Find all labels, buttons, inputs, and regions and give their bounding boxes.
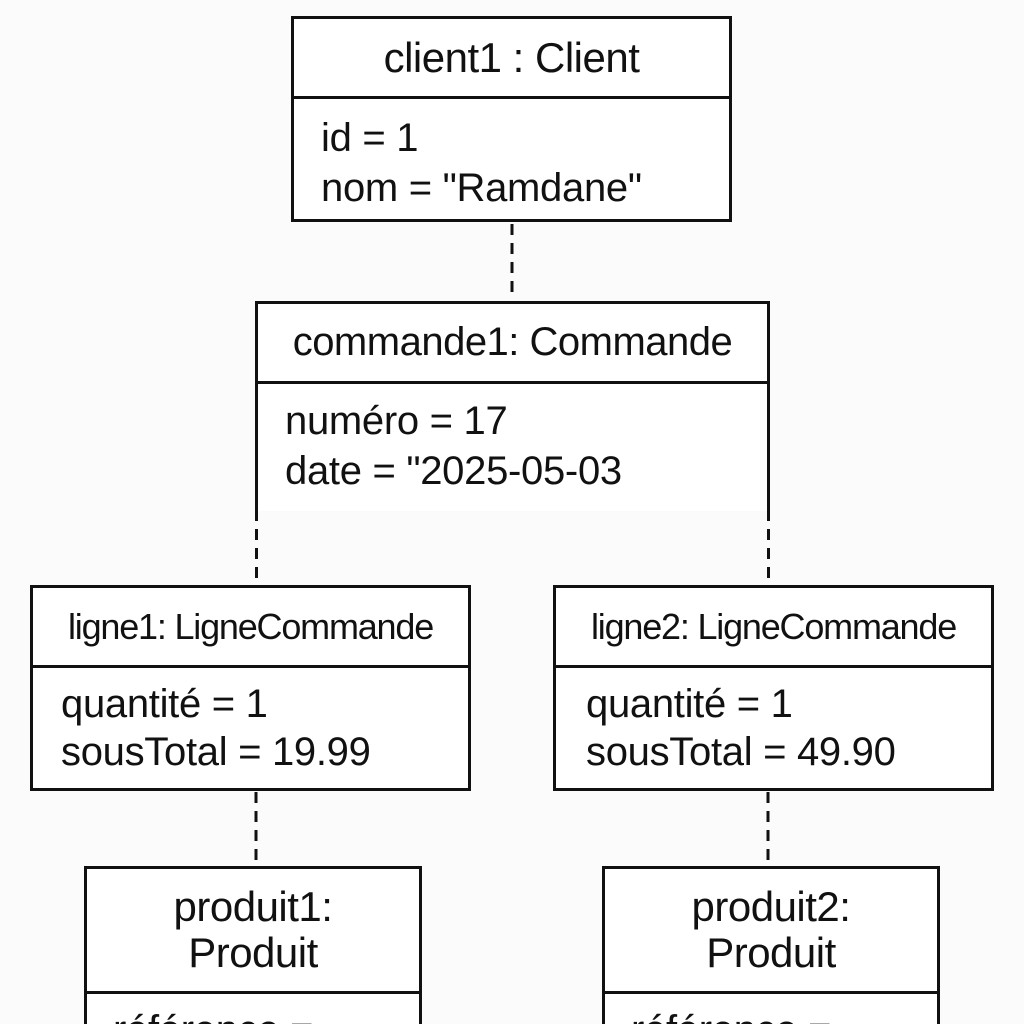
object-ligne1-title: ligne1: LigneCommande <box>33 588 468 668</box>
attribute-reference: référence = <box>631 1006 937 1024</box>
object-produit2-title-name: produit2: <box>691 883 851 930</box>
object-client1: client1 : Client id = 1 nom = "Ramdane" <box>291 16 732 222</box>
object-client1-attributes: id = 1 nom = "Ramdane" <box>294 99 729 213</box>
object-produit1-title-name: produit1: <box>173 883 333 930</box>
attribute-id: id = 1 <box>321 116 419 160</box>
object-commande1-attributes: numéro = 17 date = "2025-05-03 <box>258 384 767 496</box>
attribute-reference: référence = <box>113 1006 419 1024</box>
object-produit2-title-class: Produit <box>706 929 836 976</box>
attribute-soustotal: sousTotal = 19.99 <box>61 730 371 774</box>
object-ligne2-attributes: quantité = 1 sousTotal = 49.90 <box>556 668 991 776</box>
object-produit2: produit2: Produit référence = <box>602 866 940 1024</box>
object-ligne2: ligne2: LigneCommande quantité = 1 sousT… <box>553 585 994 791</box>
attribute-quantite: quantité = 1 <box>586 682 793 726</box>
object-commande1-title: commande1: Commande <box>258 304 767 384</box>
object-produit1-attributes: référence = <box>87 994 419 1024</box>
object-produit1-title-class: Produit <box>188 929 318 976</box>
object-commande1: commande1: Commande numéro = 17 date = "… <box>255 301 770 511</box>
object-produit1: produit1: Produit référence = <box>84 866 422 1024</box>
object-ligne1: ligne1: LigneCommande quantité = 1 sousT… <box>30 585 471 791</box>
object-produit1-title: produit1: Produit <box>87 869 419 994</box>
attribute-numero: numéro = 17 <box>285 399 508 443</box>
object-client1-title: client1 : Client <box>294 19 729 99</box>
attribute-date: date = "2025-05-03 <box>285 449 622 493</box>
object-ligne1-attributes: quantité = 1 sousTotal = 19.99 <box>33 668 468 776</box>
object-produit2-attributes: référence = <box>605 994 937 1024</box>
attribute-soustotal: sousTotal = 49.90 <box>586 730 896 774</box>
object-ligne2-title: ligne2: LigneCommande <box>556 588 991 668</box>
attribute-quantite: quantité = 1 <box>61 682 268 726</box>
object-produit2-title: produit2: Produit <box>605 869 937 994</box>
attribute-nom: nom = "Ramdane" <box>321 166 642 210</box>
